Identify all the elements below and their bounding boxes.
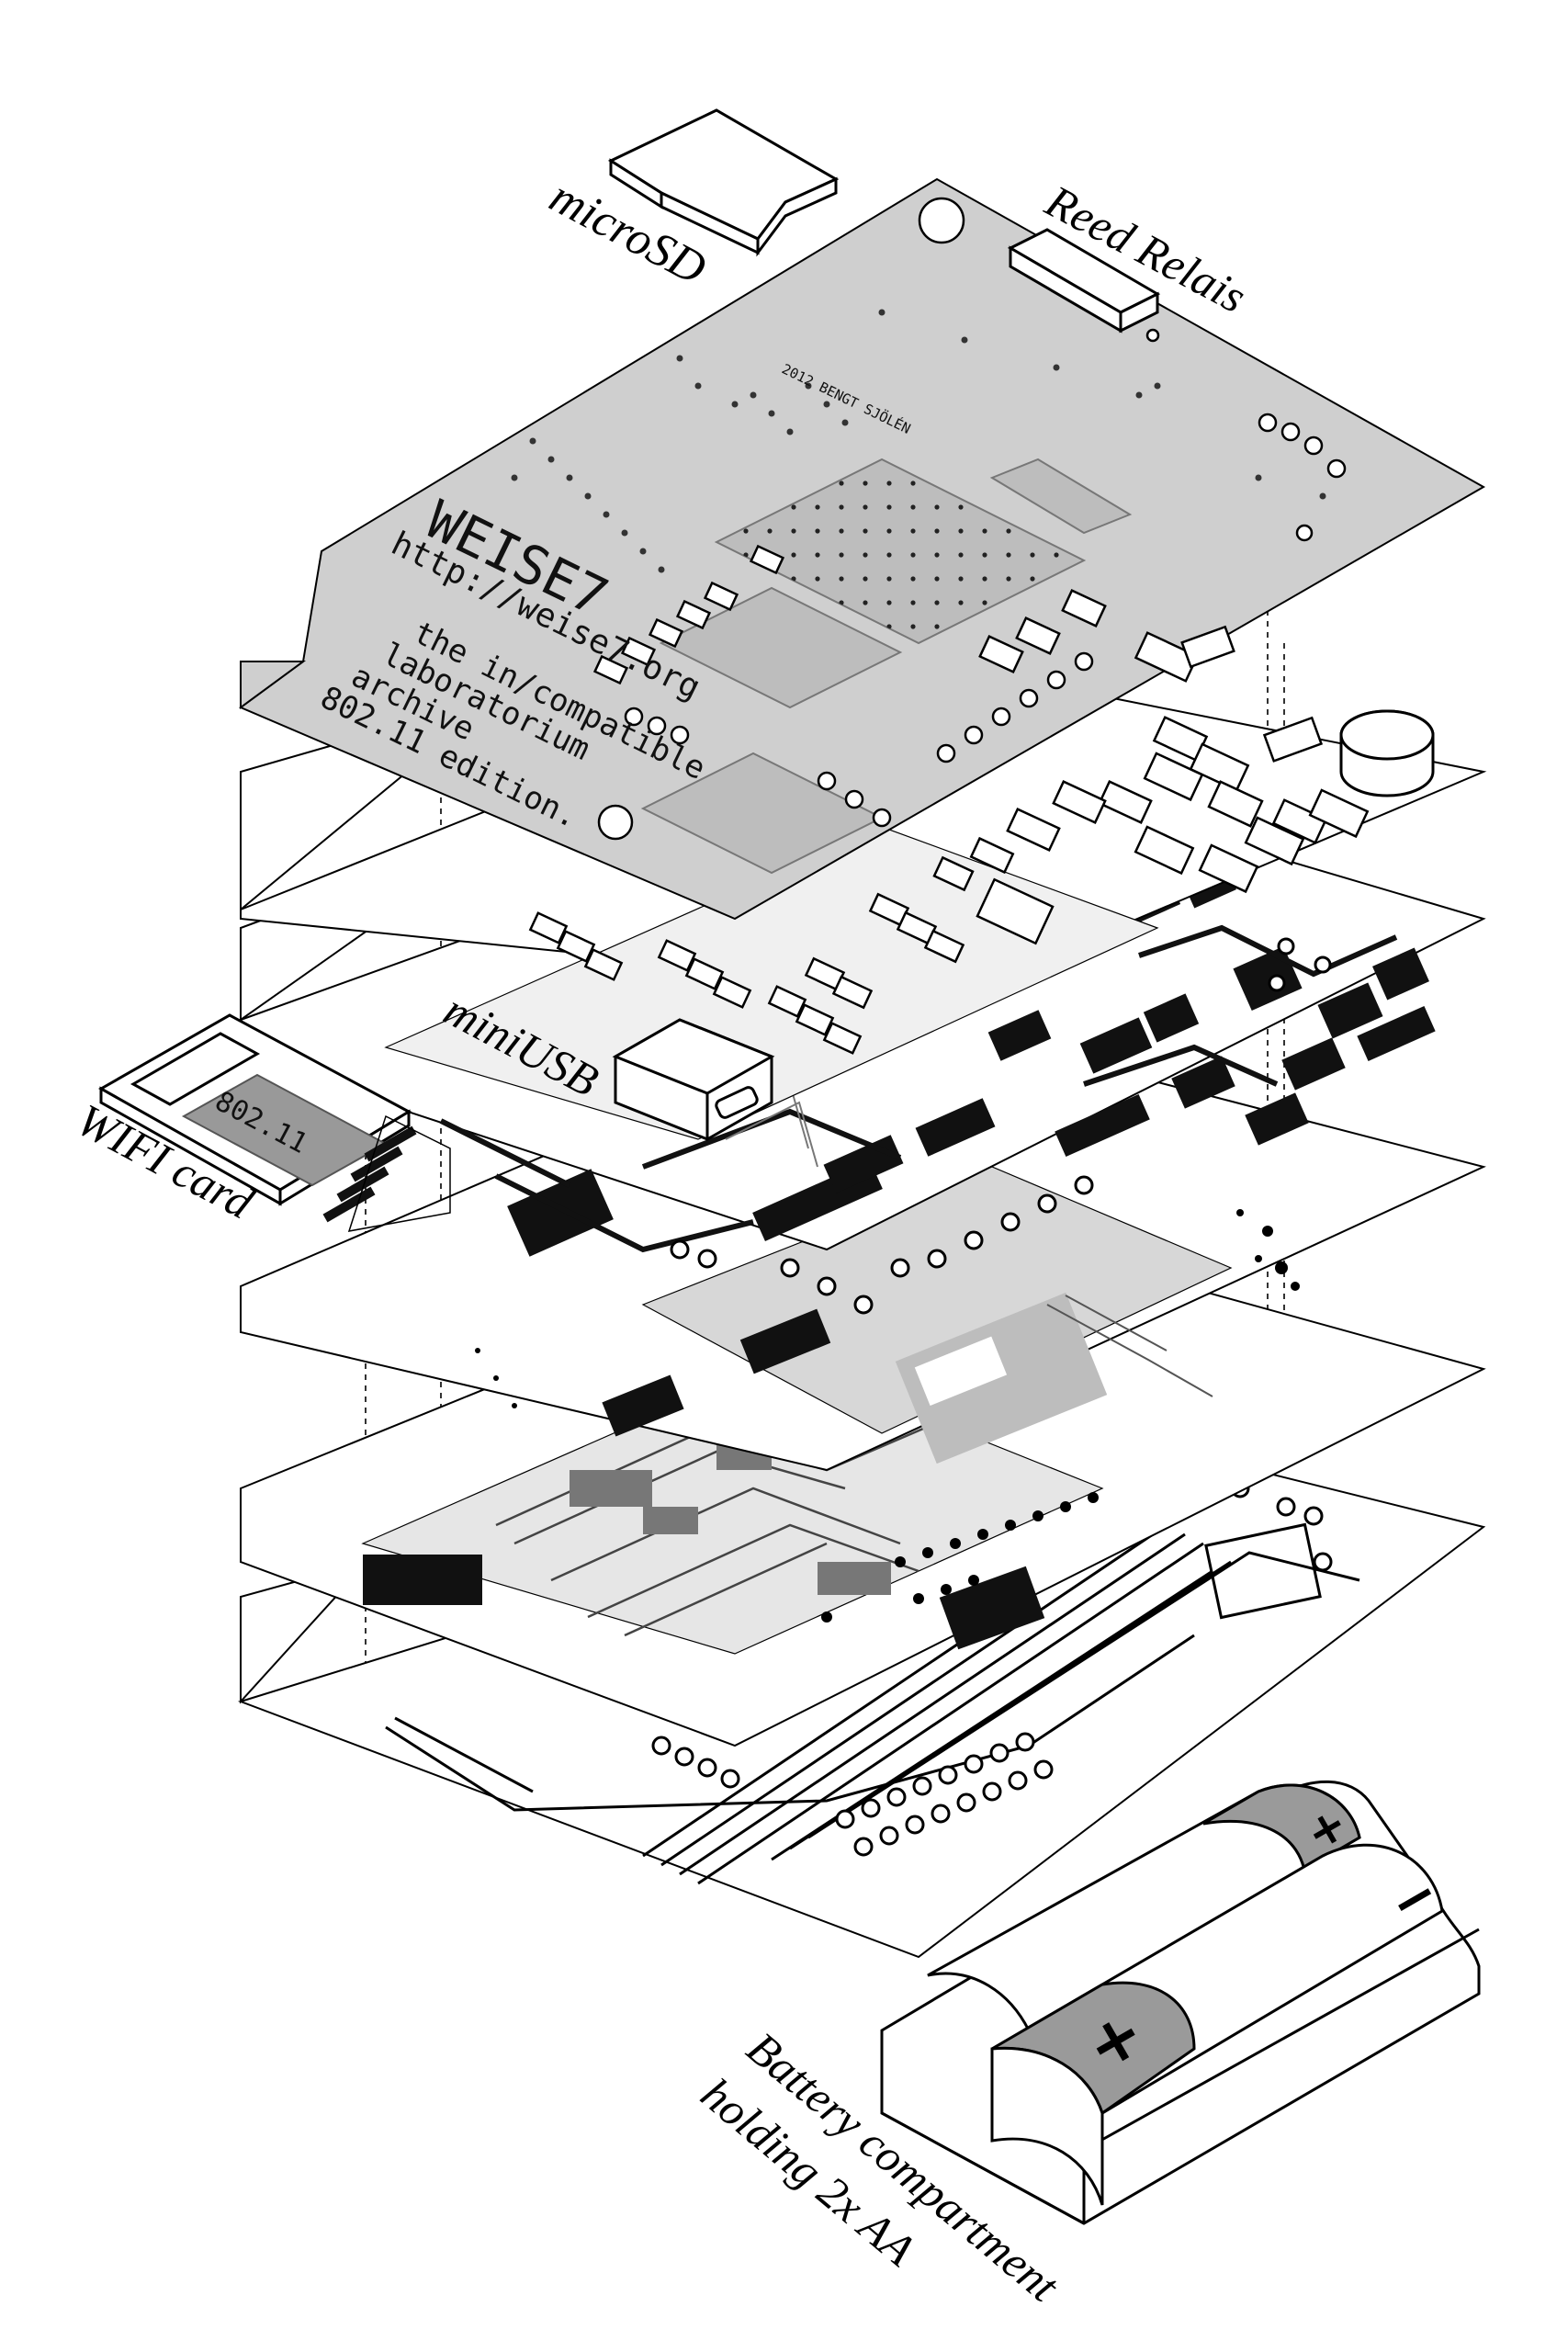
top-board-silkscreen: WEISE7 http://weise7.org the in/compatib… [238, 177, 1486, 921]
reed-relais-component [1007, 228, 1161, 343]
microsd-card [607, 108, 840, 257]
miniusb-connector [612, 1018, 775, 1141]
layer-bottom-copper [237, 1431, 1486, 1959]
battery-compartment: + + − [880, 1780, 1481, 2225]
layer-inner-2 [240, 1211, 1486, 1747]
wifi-card: 802.11 [97, 1013, 451, 1232]
